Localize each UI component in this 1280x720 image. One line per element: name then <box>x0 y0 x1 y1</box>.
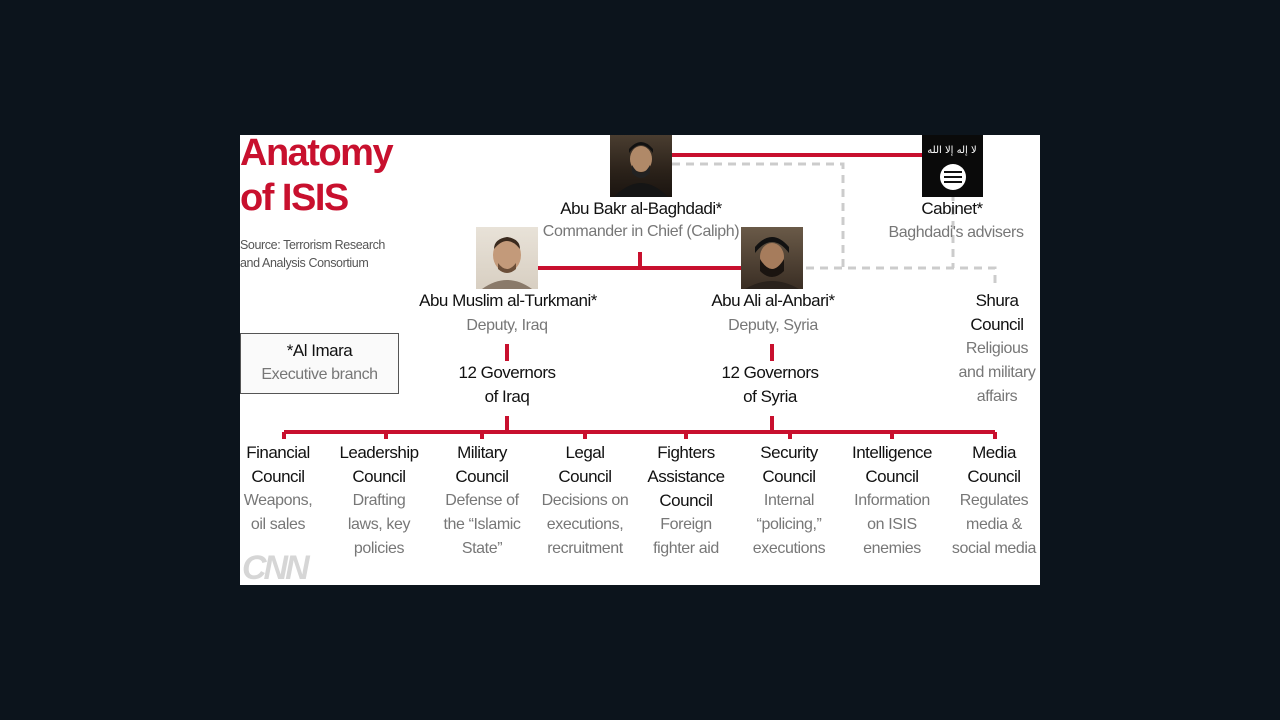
page-title: Anatomy of ISIS <box>240 135 394 219</box>
council-desc: “policing,” <box>756 516 822 533</box>
deputy-syria-photo <box>741 227 803 289</box>
council-name: Council <box>659 491 713 510</box>
deputy-syria-role: Deputy, Syria <box>728 317 818 334</box>
council-desc: State” <box>461 540 503 557</box>
deputy-iraq-photo <box>476 227 538 289</box>
council-name: Council <box>762 467 816 486</box>
council-name: Council <box>251 467 305 486</box>
council-desc: Weapons, <box>243 492 313 509</box>
council-desc: on ISIS <box>867 516 917 533</box>
governors-syria: 12 Governors of Syria <box>721 363 820 406</box>
council-name: Military <box>457 443 507 462</box>
council-desc: social media <box>951 540 1037 557</box>
legend-box: *Al Imara Executive branch <box>240 333 399 394</box>
council-desc: executions <box>752 540 826 557</box>
flag-image: لا إله إلا الله <box>922 135 983 197</box>
legend-desc: Executive branch <box>261 366 378 383</box>
council-desc: Internal <box>763 492 815 509</box>
dashed-line-cabinet <box>672 162 845 268</box>
dashed-line-shura <box>806 266 997 285</box>
source-note: Source: Terrorism Research and Analysis … <box>240 238 385 270</box>
council-desc: the “Islamic <box>443 516 521 533</box>
cabinet-name: Cabinet* <box>921 199 983 218</box>
person-icon <box>614 142 668 197</box>
council-desc: Decisions on <box>541 492 629 509</box>
council-desc: executions, <box>546 516 624 533</box>
council-desc: Information <box>854 492 930 509</box>
council-desc: oil sales <box>250 516 306 533</box>
council-name: Security <box>760 443 818 462</box>
cabinet-role: Baghdadi's advisers <box>888 224 1024 241</box>
deputy-iraq-name: Abu Muslim al-Turkmani* <box>419 291 597 310</box>
council-name: Leadership <box>339 443 419 462</box>
flag-icon: لا إله إلا الله <box>927 145 977 190</box>
council-desc: recruitment <box>547 540 623 557</box>
council-desc: enemies <box>863 540 921 557</box>
governors-iraq: 12 Governors of Iraq <box>458 363 557 406</box>
infographic-panel: Anatomy of ISIS Source: Terrorism Resear… <box>240 135 1040 585</box>
council-desc: laws, key <box>347 516 411 533</box>
council-name: Media <box>972 443 1016 462</box>
council-desc: media & <box>966 516 1022 533</box>
council-name: Council <box>352 467 406 486</box>
council-name: Council <box>967 467 1021 486</box>
deputy-iraq-role: Deputy, Iraq <box>466 317 548 334</box>
council-name: Financial <box>246 443 310 462</box>
person-icon <box>745 237 799 289</box>
council-name: Fighters <box>657 443 715 462</box>
council-name: Council <box>558 467 612 486</box>
council-desc: fighter aid <box>653 540 719 557</box>
legend-name: *Al Imara <box>286 341 353 360</box>
council-desc: Regulates <box>959 492 1029 509</box>
council-desc: Defense of <box>445 492 519 509</box>
leader-name: Abu Bakr al-Baghdadi* <box>560 199 722 218</box>
council-ticks <box>282 432 997 439</box>
council-name: Council <box>865 467 919 486</box>
person-icon <box>482 237 532 289</box>
leader-photo <box>610 135 672 197</box>
council-name: Assistance <box>647 467 725 486</box>
council-desc: policies <box>353 540 405 557</box>
cnn-watermark: CNN <box>242 549 310 585</box>
council-name: Council <box>455 467 509 486</box>
council-name: Legal <box>565 443 605 462</box>
leader-role: Commander in Chief (Caliph) <box>542 223 740 240</box>
deputy-syria-name: Abu Ali al-Anbari* <box>711 291 835 310</box>
council-desc: Foreign <box>660 516 712 533</box>
shura-council: Shura Council Religious and military aff… <box>958 291 1036 405</box>
council-name: Intelligence <box>851 443 933 462</box>
council-desc: Drafting <box>352 492 406 509</box>
svg-text:لا إله إلا الله: لا إله إلا الله <box>927 145 976 156</box>
